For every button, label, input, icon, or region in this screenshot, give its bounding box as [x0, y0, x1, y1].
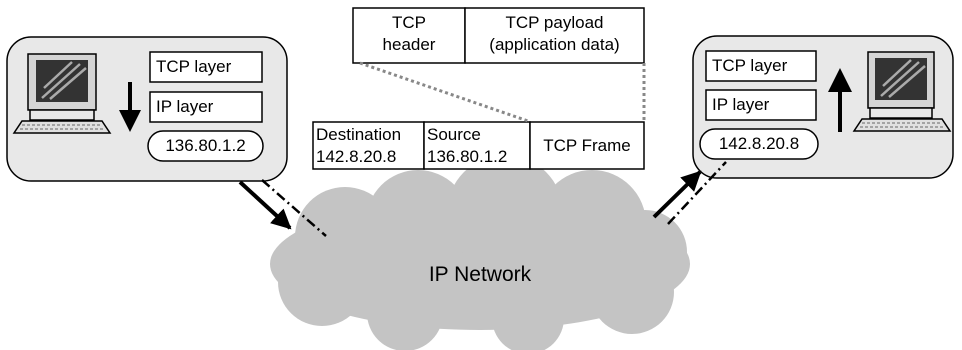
sender-ip-layer-label: IP layer: [156, 97, 214, 116]
receiver-tcp-layer-box: [705, 50, 817, 82]
receiver-up-arrow: [828, 68, 852, 132]
sender-to-network-arrows: [238, 179, 327, 237]
encapsulation-guide-left: [359, 61, 529, 123]
receiver-address-label: 142.8.20.8: [718, 134, 800, 153]
tcp-segment-diagram: [352, 7, 645, 64]
sender-address-label: 136.80.1.2: [165, 136, 246, 155]
tcp-frame-label: TCP Frame: [543, 136, 631, 155]
network-to-receiver-arrows: [652, 161, 727, 225]
sender-tcp-layer-box: [149, 51, 263, 83]
tcp-header-line1: TCP: [392, 13, 426, 32]
source-value: 136.80.1.2: [427, 147, 508, 166]
sender-address-pill: [147, 130, 264, 162]
destination-value: 142.8.20.8: [316, 147, 397, 166]
receiver-ip-layer-label: IP layer: [712, 95, 770, 114]
tcp-frame-cell: [529, 121, 645, 170]
sender-computer-icon: [12, 53, 112, 134]
destination-label: Destination: [316, 125, 402, 144]
tcp-payload-cell: [464, 7, 645, 64]
sender-tcp-layer-label: TCP layer: [156, 57, 232, 76]
receiver-address-pill: [699, 128, 819, 160]
ip-network-cloud: [270, 155, 690, 350]
destination-cell: [312, 121, 425, 170]
receiver-tcp-layer-label: TCP layer: [712, 56, 788, 75]
source-cell: [423, 121, 531, 170]
receiver-computer-icon: [852, 51, 952, 132]
tcp-header-line2: header: [382, 35, 436, 54]
tcp-header-cell: [352, 7, 466, 64]
source-label: Source: [427, 125, 481, 144]
tcp-payload-line2: (application data): [489, 35, 620, 54]
ip-frame-diagram: [312, 121, 645, 170]
receiver-ip-layer-box: [705, 89, 817, 121]
sender-ip-layer-box: [149, 91, 263, 123]
sender-down-arrow: [119, 82, 141, 132]
ip-network-label: IP Network: [428, 263, 532, 286]
tcp-payload-line1: TCP payload: [505, 13, 604, 32]
